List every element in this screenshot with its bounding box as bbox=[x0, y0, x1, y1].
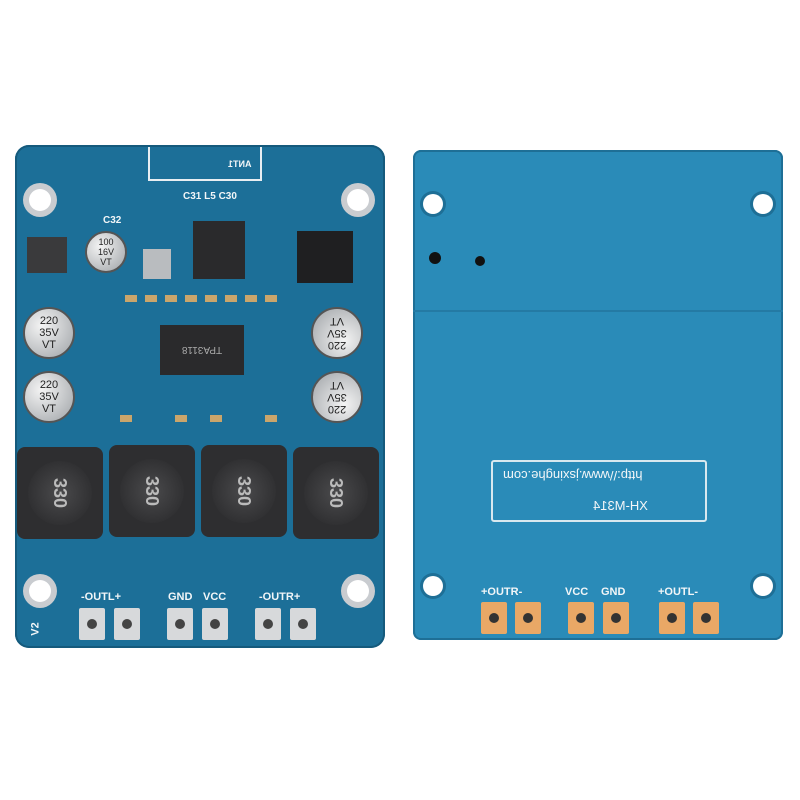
cap-value: 220 bbox=[327, 339, 347, 351]
mounting-hole bbox=[423, 194, 443, 214]
component-labels: C31 L5 C30 bbox=[183, 191, 237, 202]
crystal bbox=[143, 249, 171, 279]
terminal-label: -OUTL+ bbox=[81, 591, 122, 603]
terminal-pad bbox=[79, 608, 105, 640]
inductor: 330 bbox=[109, 445, 195, 537]
label-box: http://www.jsxinghe.com XH-M314 bbox=[491, 460, 707, 522]
url-text: http://www.jsxinghe.com bbox=[503, 468, 643, 483]
terminal-label: +OUTR- bbox=[481, 586, 523, 598]
terminal-label: +OUTL- bbox=[658, 586, 699, 598]
terminal-label: -OUTR+ bbox=[259, 591, 301, 603]
cap-voltage: 35V bbox=[39, 391, 59, 403]
cap-series: VT bbox=[41, 403, 57, 415]
inductor-value: 330 bbox=[304, 461, 368, 525]
cap-series: VT bbox=[329, 379, 345, 391]
capacitor-100uf: 100 16V VT bbox=[85, 231, 127, 273]
mounting-hole bbox=[753, 194, 773, 214]
terminal-label: GND bbox=[601, 586, 626, 598]
inductor-value: 330 bbox=[120, 459, 184, 523]
cap-voltage: 16V bbox=[97, 247, 114, 257]
terminal-pad bbox=[202, 608, 228, 640]
terminal-label: VCC bbox=[565, 586, 589, 598]
cap-voltage: 35V bbox=[327, 327, 347, 339]
model-text: XH-M314 bbox=[593, 498, 648, 513]
terminal-pad bbox=[255, 608, 281, 640]
voltage-regulator bbox=[27, 237, 67, 273]
mounting-hole bbox=[347, 189, 369, 211]
via bbox=[429, 252, 441, 264]
terminal-label: VCC bbox=[203, 591, 227, 603]
chip-label: TPA3118 bbox=[181, 344, 223, 356]
inductor: 330 bbox=[17, 447, 103, 539]
cap-series: VT bbox=[329, 315, 345, 327]
cap-series: VT bbox=[100, 257, 112, 267]
terminal-pad bbox=[515, 602, 541, 634]
terminal-label: GND bbox=[168, 591, 193, 603]
trace bbox=[413, 310, 783, 312]
inductor: 330 bbox=[201, 445, 287, 537]
cap-value: 100 bbox=[98, 237, 114, 247]
antenna-label: ANT1 bbox=[228, 159, 252, 169]
terminal-pad bbox=[290, 608, 316, 640]
terminal-pad bbox=[568, 602, 594, 634]
amplifier-board-front: ANT1 C31 L5 C30 C32 100 16V VT TPA3118 2… bbox=[15, 145, 385, 648]
cap-voltage: 35V bbox=[327, 391, 347, 403]
terminal-pad bbox=[481, 602, 507, 634]
inductor-value: 330 bbox=[212, 459, 276, 523]
cap-label: C32 bbox=[103, 215, 122, 226]
amplifier-board-back: http://www.jsxinghe.com XH-M314 +OUTR- V… bbox=[413, 150, 783, 640]
terminal-pad bbox=[167, 608, 193, 640]
terminal-pad bbox=[693, 602, 719, 634]
mounting-hole bbox=[753, 576, 773, 596]
terminal-pad bbox=[114, 608, 140, 640]
mounting-hole bbox=[29, 580, 51, 602]
cap-voltage: 35V bbox=[39, 327, 59, 339]
cap-value: 220 bbox=[39, 379, 59, 391]
pcb-antenna bbox=[148, 147, 262, 181]
version-label: V2 bbox=[29, 622, 42, 636]
mounting-hole bbox=[29, 189, 51, 211]
audio-jack bbox=[297, 231, 353, 283]
cap-series: VT bbox=[41, 339, 57, 351]
inductor-value: 330 bbox=[28, 461, 92, 525]
cap-value: 220 bbox=[39, 315, 59, 327]
terminal-pad bbox=[603, 602, 629, 634]
amplifier-chip: TPA3118 bbox=[160, 325, 244, 375]
mounting-hole bbox=[347, 580, 369, 602]
inductor: 330 bbox=[293, 447, 379, 539]
via bbox=[475, 256, 485, 266]
bluetooth-chip bbox=[193, 221, 245, 279]
terminal-pad bbox=[659, 602, 685, 634]
cap-value: 220 bbox=[327, 403, 347, 415]
mounting-hole bbox=[423, 576, 443, 596]
